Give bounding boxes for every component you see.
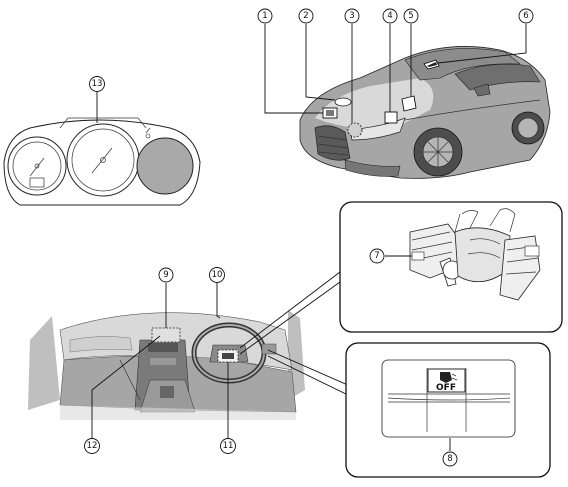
tachometer-gauge: [7, 136, 67, 196]
svg-text:1: 1: [262, 11, 267, 21]
svg-text:2: 2: [303, 11, 308, 21]
svg-text:11: 11: [223, 441, 234, 451]
callout-3: 3: [344, 8, 360, 24]
instrument-cluster: [3, 117, 201, 206]
svg-text:6: 6: [523, 11, 528, 21]
callout-6: 6: [518, 8, 534, 24]
control-module-5: [401, 95, 417, 112]
control-module-4: [384, 111, 398, 124]
switch-off-label: OFF: [436, 383, 456, 393]
multi-information-display: [136, 137, 194, 195]
callout-8: 8: [442, 451, 458, 467]
svg-text:9: 9: [163, 270, 168, 280]
front-camera-dashed: [347, 122, 363, 138]
callout-5: 5: [403, 8, 419, 24]
svg-text:12: 12: [87, 441, 98, 451]
center-display-dashed: [151, 327, 181, 343]
svg-text:5: 5: [408, 11, 413, 21]
svg-text:10: 10: [212, 270, 223, 280]
vehicle-exterior: [299, 46, 551, 179]
callout-10: 10: [209, 267, 225, 283]
dashboard-interior: [28, 310, 305, 420]
callout-12: 12: [84, 438, 100, 454]
speedometer-gauge: [66, 123, 140, 197]
svg-text:4: 4: [387, 11, 392, 21]
callout-9: 9: [158, 267, 174, 283]
detail-panel-combination-switch: [339, 201, 563, 333]
dash-leader-lines: [91, 283, 229, 438]
svg-text:3: 3: [349, 11, 354, 21]
svg-text:8: 8: [447, 454, 452, 464]
callout-4: 4: [382, 8, 398, 24]
panel-connector-lines: [239, 271, 351, 397]
radar-unit: [334, 97, 352, 107]
callout-2: 2: [298, 8, 314, 24]
svg-text:13: 13: [92, 79, 103, 89]
car-leader-lines: [264, 24, 527, 123]
callout-11: 11: [220, 438, 236, 454]
callout-13: 13: [89, 76, 105, 92]
callout-7: 7: [369, 248, 385, 264]
callout-1: 1: [257, 8, 273, 24]
svg-text:7: 7: [374, 251, 379, 261]
detail-panel-off-switch: OFF: [345, 342, 551, 478]
